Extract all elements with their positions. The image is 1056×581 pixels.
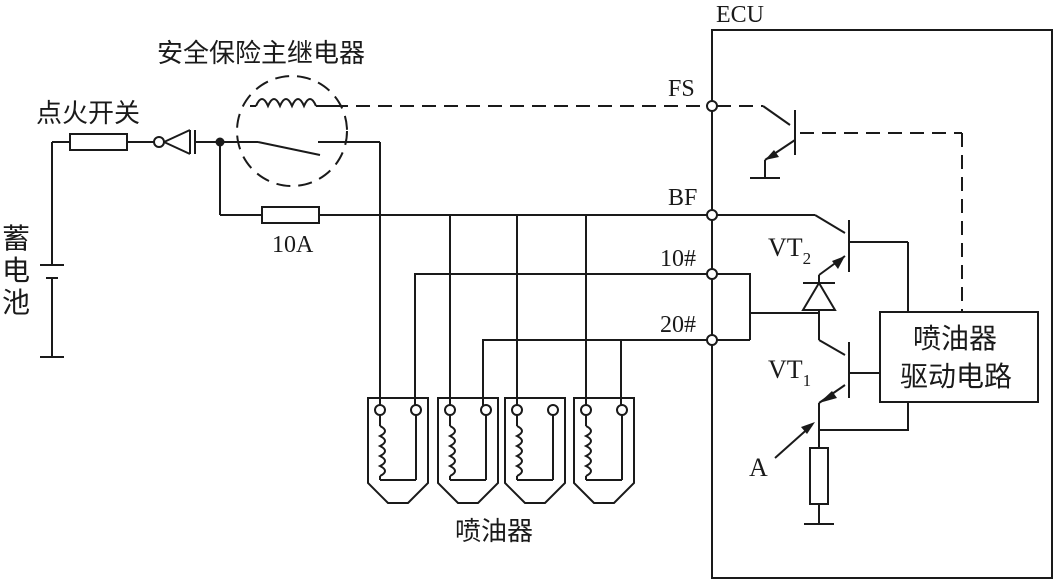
ignition-switch-resistor [69, 133, 128, 151]
battery [40, 142, 64, 358]
diode [750, 275, 837, 340]
driver-label-line1: 喷油器 [913, 322, 997, 355]
driver-label-line2: 驱动电路 [900, 360, 1012, 393]
injector-4 [573, 397, 635, 504]
injectors-label: 喷油器 [455, 517, 533, 547]
vt2-transistor [717, 214, 909, 312]
battery-label: 蓄 电 池 [2, 222, 39, 319]
terminal-20 [706, 334, 718, 346]
injector-driver-box [879, 311, 1039, 403]
bf-terminal [706, 209, 718, 221]
terminal-10-label: 10# [660, 246, 696, 272]
main-relay [236, 75, 380, 187]
ignition-switch-icon [153, 129, 220, 155]
injector-1 [367, 397, 429, 504]
vt1-transistor [818, 339, 880, 448]
ecu-box [711, 29, 1053, 579]
fs-terminal [706, 100, 718, 112]
sense-resistor [809, 447, 829, 505]
fs-transistor [750, 105, 796, 179]
ecu-label: ECU [716, 2, 764, 28]
fs-label: FS [668, 76, 695, 102]
vt1-label: VT1 [768, 355, 811, 390]
ignition-switch-label: 点火开关 [36, 99, 140, 129]
injector-2 [437, 397, 499, 504]
relay-label: 安全保险主继电器 [157, 39, 365, 69]
bf-label: BF [668, 185, 697, 211]
terminal-20-label: 20# [660, 312, 696, 338]
fuse-10a [261, 206, 320, 224]
fuse-label: 10A [272, 232, 314, 258]
point-a-arrow [774, 422, 815, 459]
injector-3 [504, 397, 566, 504]
terminal-10 [706, 268, 718, 280]
point-a-label: A [749, 453, 768, 482]
vt2-label: VT2 [768, 233, 811, 268]
